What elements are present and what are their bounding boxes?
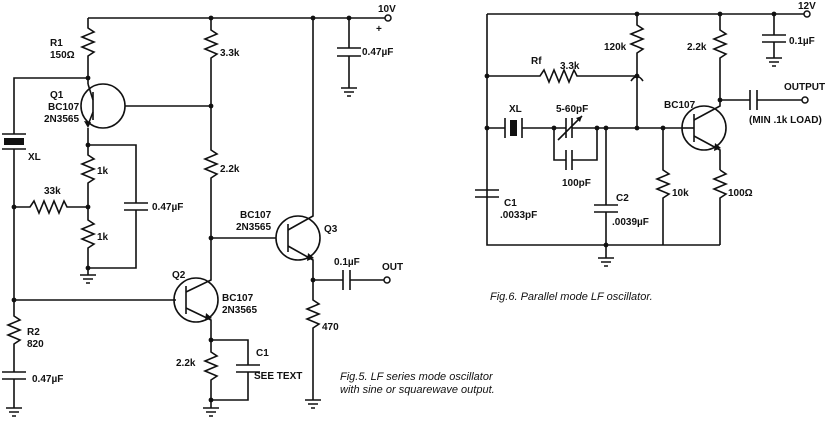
fig5-crystal-xl: [4, 138, 24, 145]
fig5-labels: 10V + R1 150Ω Q1 BC107 2N3565 XL 33k 1k …: [27, 4, 495, 396]
c1-value: SEE TEXT: [254, 371, 302, 382]
r120k-label: 120k: [604, 42, 627, 53]
load-label: (MIN .1k LOAD): [749, 115, 822, 126]
output-label: OUTPUT: [784, 82, 825, 93]
q3-type: BC107: [240, 210, 272, 221]
r100-label: 100Ω: [728, 188, 753, 199]
fig5-caption-1: Fig.5. LF series mode oscillator: [340, 371, 494, 383]
fig5-supply-terminal: [384, 14, 392, 22]
fig6-supply-terminal: [803, 10, 811, 18]
rf-name: Rf: [531, 56, 542, 67]
fig5-circuit: [2, 14, 392, 417]
q3-name: Q3: [324, 224, 338, 235]
q1-name: Q1: [50, 90, 64, 101]
r22-label: 2.2k: [687, 42, 707, 53]
c1-value-f6: .0033pF: [500, 210, 537, 221]
out-label: OUT: [382, 262, 403, 273]
c1-name: C1: [256, 348, 269, 359]
fig6-labels: 12V Rf 3.3k 120k 2.2k 0.1µF OUTPUT (MIN …: [490, 1, 825, 303]
r33k-label: 33k: [44, 186, 61, 197]
q1-type: BC107: [48, 102, 80, 113]
r1k-a-label: 1k: [97, 166, 109, 177]
fig6-supply-label: 12V: [798, 1, 816, 12]
r1k-b-label: 1k: [97, 232, 109, 243]
q1-transistor-symbol: [80, 83, 126, 129]
fig6-circuit: [475, 10, 811, 267]
fig5-caption-2: with sine or squarewave output.: [340, 384, 495, 396]
q3-alt: 2N3565: [236, 222, 271, 233]
r33-label: 3.3k: [220, 48, 240, 59]
fig5-out-terminal: [383, 276, 391, 284]
q1-alt: 2N3565: [44, 114, 79, 125]
r2-name: R2: [27, 327, 40, 338]
r470-label: 470: [322, 322, 339, 333]
transistor-label: BC107: [664, 100, 696, 111]
r22b-label: 2.2k: [176, 358, 196, 369]
c2-value-f6: .0039µF: [612, 217, 649, 228]
fig6-xl-label: XL: [509, 104, 522, 115]
c01-label: 0.1µF: [334, 257, 360, 268]
trimmer-label: 5-60pF: [556, 104, 588, 115]
fig6-output-terminal: [801, 96, 809, 104]
fig6-crystal-xl: [510, 120, 517, 136]
c01-label-f6: 0.1µF: [789, 36, 815, 47]
fig5-plus-label: +: [376, 24, 382, 35]
fig6-caption: Fig.6. Parallel mode LF oscillator.: [490, 291, 653, 303]
c047c-label: 0.47µF: [32, 374, 63, 385]
c1-name-f6: C1: [504, 198, 517, 209]
q2-alt: 2N3565: [222, 305, 257, 316]
r2-value: 820: [27, 339, 44, 350]
r1-name: R1: [50, 38, 63, 49]
q3-transistor-symbol: [275, 215, 321, 261]
c047a-label: 0.47µF: [152, 202, 183, 213]
q2-type: BC107: [222, 293, 254, 304]
q2-transistor-symbol: [173, 277, 219, 323]
c047b-label: 0.47µF: [362, 47, 393, 58]
r22a-label: 2.2k: [220, 164, 240, 175]
fig5-xl-label: XL: [28, 152, 41, 163]
r10k-label: 10k: [672, 188, 689, 199]
rf-value: 3.3k: [560, 61, 580, 72]
r1-value: 150Ω: [50, 50, 75, 61]
c2-name-f6: C2: [616, 193, 629, 204]
c100p-label: 100pF: [562, 178, 591, 189]
q2-name: Q2: [172, 270, 186, 281]
fig5-supply-label: 10V: [378, 4, 396, 15]
